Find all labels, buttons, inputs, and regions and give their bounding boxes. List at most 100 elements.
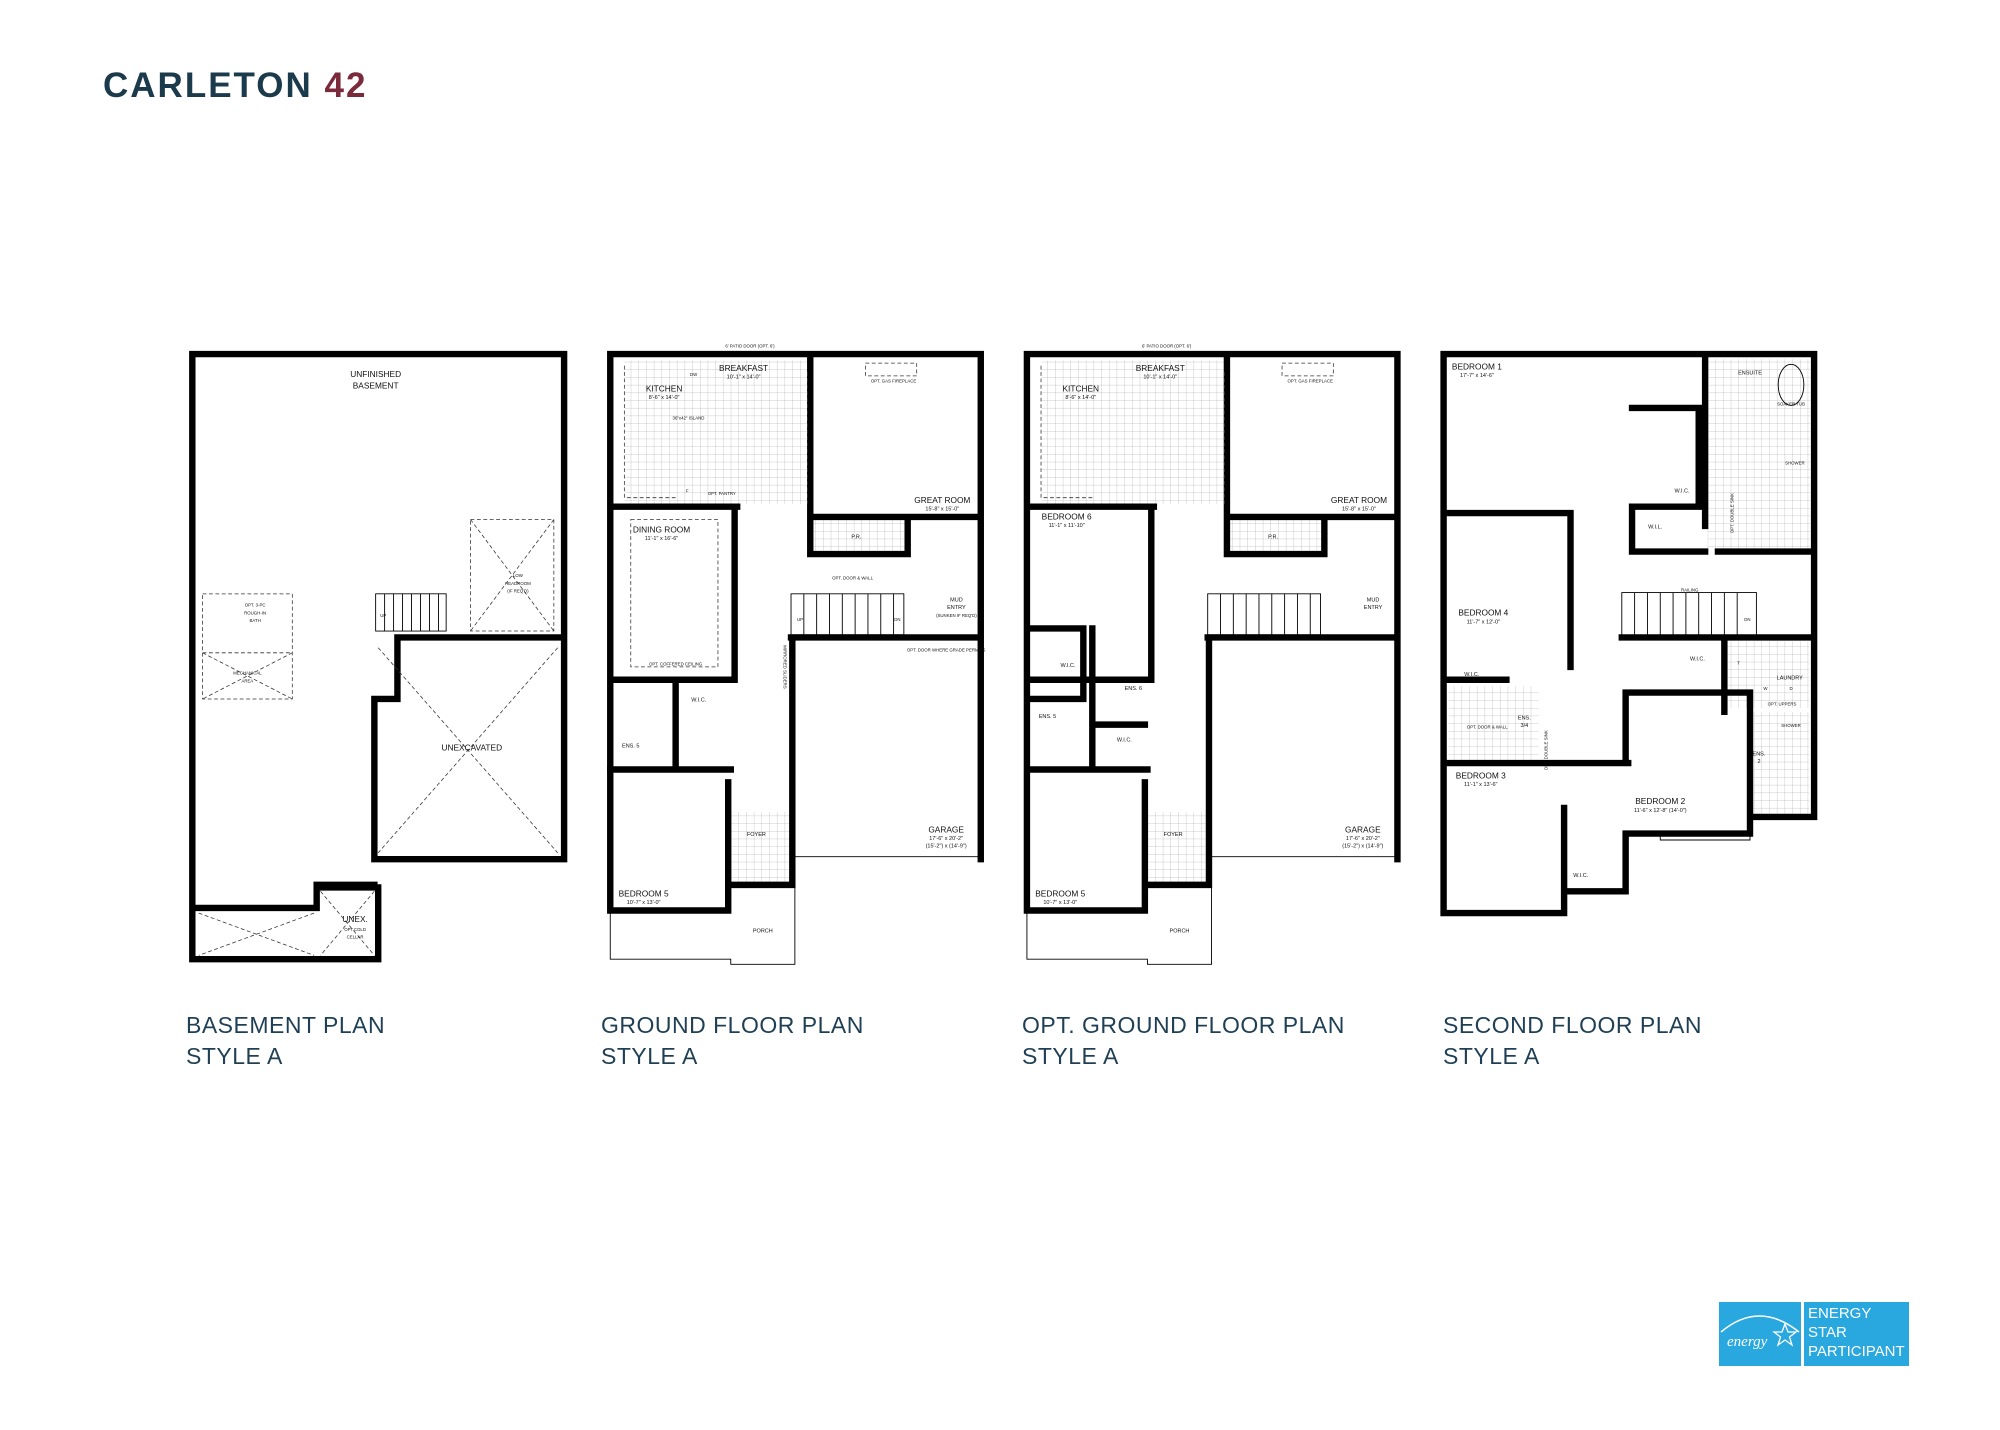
room-label: ENTRY — [1364, 605, 1383, 611]
svg-text:energy: energy — [1727, 1334, 1768, 1350]
room-label: BEDROOM 5 — [619, 888, 669, 898]
room-label: ROUGH-IN — [244, 610, 266, 615]
energy-star-text: ENERGY STAR PARTICIPANT — [1804, 1302, 1909, 1366]
model-number: 42 — [324, 66, 368, 105]
room-label: BEDROOM 3 — [1456, 770, 1506, 780]
page-title: CARLETON 42 — [103, 66, 367, 106]
badge-line: STAR — [1808, 1324, 1847, 1341]
room-label: FOYER — [747, 832, 766, 838]
room-label: BEDROOM 4 — [1458, 608, 1508, 618]
room-label: ENS. 6 — [1125, 686, 1142, 692]
room-label: SHOWER — [1781, 723, 1801, 728]
room-label: D — [1789, 686, 1792, 691]
room-label: UNEXCAVATED — [441, 742, 502, 752]
room-label: W.I.C. — [1464, 672, 1479, 678]
energy-star-badge: energy ENERGY STAR PARTICIPANT — [1719, 1302, 1909, 1366]
room-label: 6' PATIO DOOR (OPT. 6') — [1142, 344, 1192, 349]
plan-title: BASEMENT PLAN — [186, 1012, 386, 1038]
ground-floor-plan: 6' PATIO DOOR (OPT. 6') BREAKFAST 10'-1"… — [607, 344, 985, 934]
energy-star-icon: energy — [1720, 1315, 1800, 1350]
room-dimensions: 11'-6" x 12'-8" (14'-0") — [1634, 808, 1687, 814]
room-label: CELLAR — [347, 935, 364, 940]
energy-star-logo: energy — [1719, 1302, 1801, 1366]
room-label: LOW — [513, 573, 524, 578]
room-label: UP — [797, 617, 803, 622]
room-label: OPT. UPPERS — [1768, 701, 1797, 706]
room-label: SHOWER — [1785, 460, 1805, 465]
room-label: ENTRY — [947, 605, 966, 611]
room-label: RAILING — [1681, 587, 1699, 592]
room-dimensions: 17'-6" x 20'-2" — [1346, 836, 1380, 842]
room-dimensions: 10'-1" x 14'-0" — [1143, 374, 1177, 380]
second-floor-plan: BEDROOM 1 17'-7" x 14'-6" ENSUITE SOAKER… — [1440, 350, 1818, 917]
room-label: GREAT ROOM — [914, 495, 970, 505]
model-name: CARLETON — [103, 66, 313, 105]
room-label: W — [1763, 686, 1768, 691]
room-label: W.I.C. — [1060, 663, 1075, 669]
room-dimensions: 17'-6" x 20'-2" — [929, 836, 963, 842]
room-label: 6' PATIO DOOR (OPT. 6') — [725, 344, 775, 349]
room-dimensions: 8'-6" x 14'-0" — [1065, 395, 1096, 401]
room-dimensions: 11'-1" x 11'-10" — [1049, 523, 1085, 529]
room-label: BEDROOM 6 — [1042, 511, 1092, 521]
room-label: OPT. DOUBLE SINK — [1543, 730, 1548, 770]
room-label: OPT. DOUBLE SINK — [1729, 493, 1734, 533]
room-label: T — [1737, 660, 1740, 665]
room-label: BASEMENT — [353, 381, 399, 391]
room-label: LAUNDRY — [1777, 676, 1804, 682]
room-label: DN — [1744, 617, 1750, 622]
ground-floor-walls — [607, 350, 984, 965]
room-label: ENS. 5 — [622, 744, 639, 750]
room-dimensions: 10'-1" x 14'-0" — [727, 374, 761, 380]
room-label: UP — [380, 613, 386, 618]
room-label: OPT. COFFERED CEILING — [649, 662, 703, 667]
room-label: BREAKFAST — [1136, 363, 1185, 373]
room-label: SOAKER TUB — [1777, 401, 1805, 406]
room-label: DN — [894, 617, 900, 622]
room-label: W.I.C. — [1117, 737, 1132, 743]
opt-ground-floor-plan-label: OPT. GROUND FLOOR PLAN STYLE A — [1022, 1010, 1345, 1072]
room-label: MUD — [1367, 598, 1380, 604]
room-label: BEDROOM 1 — [1452, 361, 1502, 371]
room-label: OPT. 3-PC — [245, 603, 266, 608]
room-label: GARAGE — [1345, 824, 1381, 834]
room-label: FOYER — [1164, 832, 1183, 838]
plan-style: STYLE A — [186, 1043, 283, 1069]
room-label: BEDROOM 2 — [1635, 796, 1685, 806]
room-label: 3/4 — [1521, 723, 1529, 729]
second-floor-plan-label: SECOND FLOOR PLAN STYLE A — [1443, 1010, 1702, 1072]
room-dimensions: (15'-2") x (14'-9") — [1342, 844, 1383, 850]
plan-style: STYLE A — [1022, 1043, 1119, 1069]
room-label: GREAT ROOM — [1331, 495, 1387, 505]
room-label: UNEX. — [342, 914, 367, 924]
plan-style: STYLE A — [601, 1043, 698, 1069]
room-dimensions: 11'-1" x 13'-6" — [1464, 782, 1497, 788]
room-label: AREA — [242, 678, 254, 683]
room-label: OPT. GAS FIREPLACE — [1288, 378, 1333, 383]
room-label: P.R. — [851, 535, 861, 541]
room-label: KITCHEN — [646, 383, 683, 393]
room-label: MECHANICAL — [233, 671, 262, 676]
room-label: MUD — [950, 598, 963, 604]
room-dimensions: 15'-8" x 15'-0" — [1342, 507, 1376, 513]
room-dimensions: 10'-7" x 13'-0" — [1043, 900, 1077, 906]
room-dimensions: 15'-8" x 15'-0" — [925, 507, 959, 513]
room-label: W.I.C. — [1573, 873, 1588, 879]
room-dimensions: 11'-7" x 12'-0" — [1467, 619, 1500, 625]
room-dimensions: (15'-2") x (14'-9") — [926, 844, 967, 850]
room-label: BATH — [249, 618, 260, 623]
room-label: 2 — [1757, 759, 1760, 765]
room-label: 36"x42" ISLAND — [673, 415, 705, 420]
room-label: W.I.L. — [1648, 524, 1663, 530]
room-label: ENS. 5 — [1039, 714, 1056, 720]
badge-line: ENERGY — [1808, 1305, 1872, 1322]
badge-line: PARTICIPANT — [1808, 1343, 1905, 1360]
room-label: OPT.COLD — [344, 927, 366, 932]
room-label: ENS. — [1518, 715, 1531, 721]
plan-style: STYLE A — [1443, 1043, 1540, 1069]
room-label: F — [686, 489, 689, 494]
room-label: GARAGE — [928, 824, 964, 834]
room-dimensions: 10'-7" x 13'-0" — [627, 900, 661, 906]
room-label: DW — [690, 372, 698, 377]
